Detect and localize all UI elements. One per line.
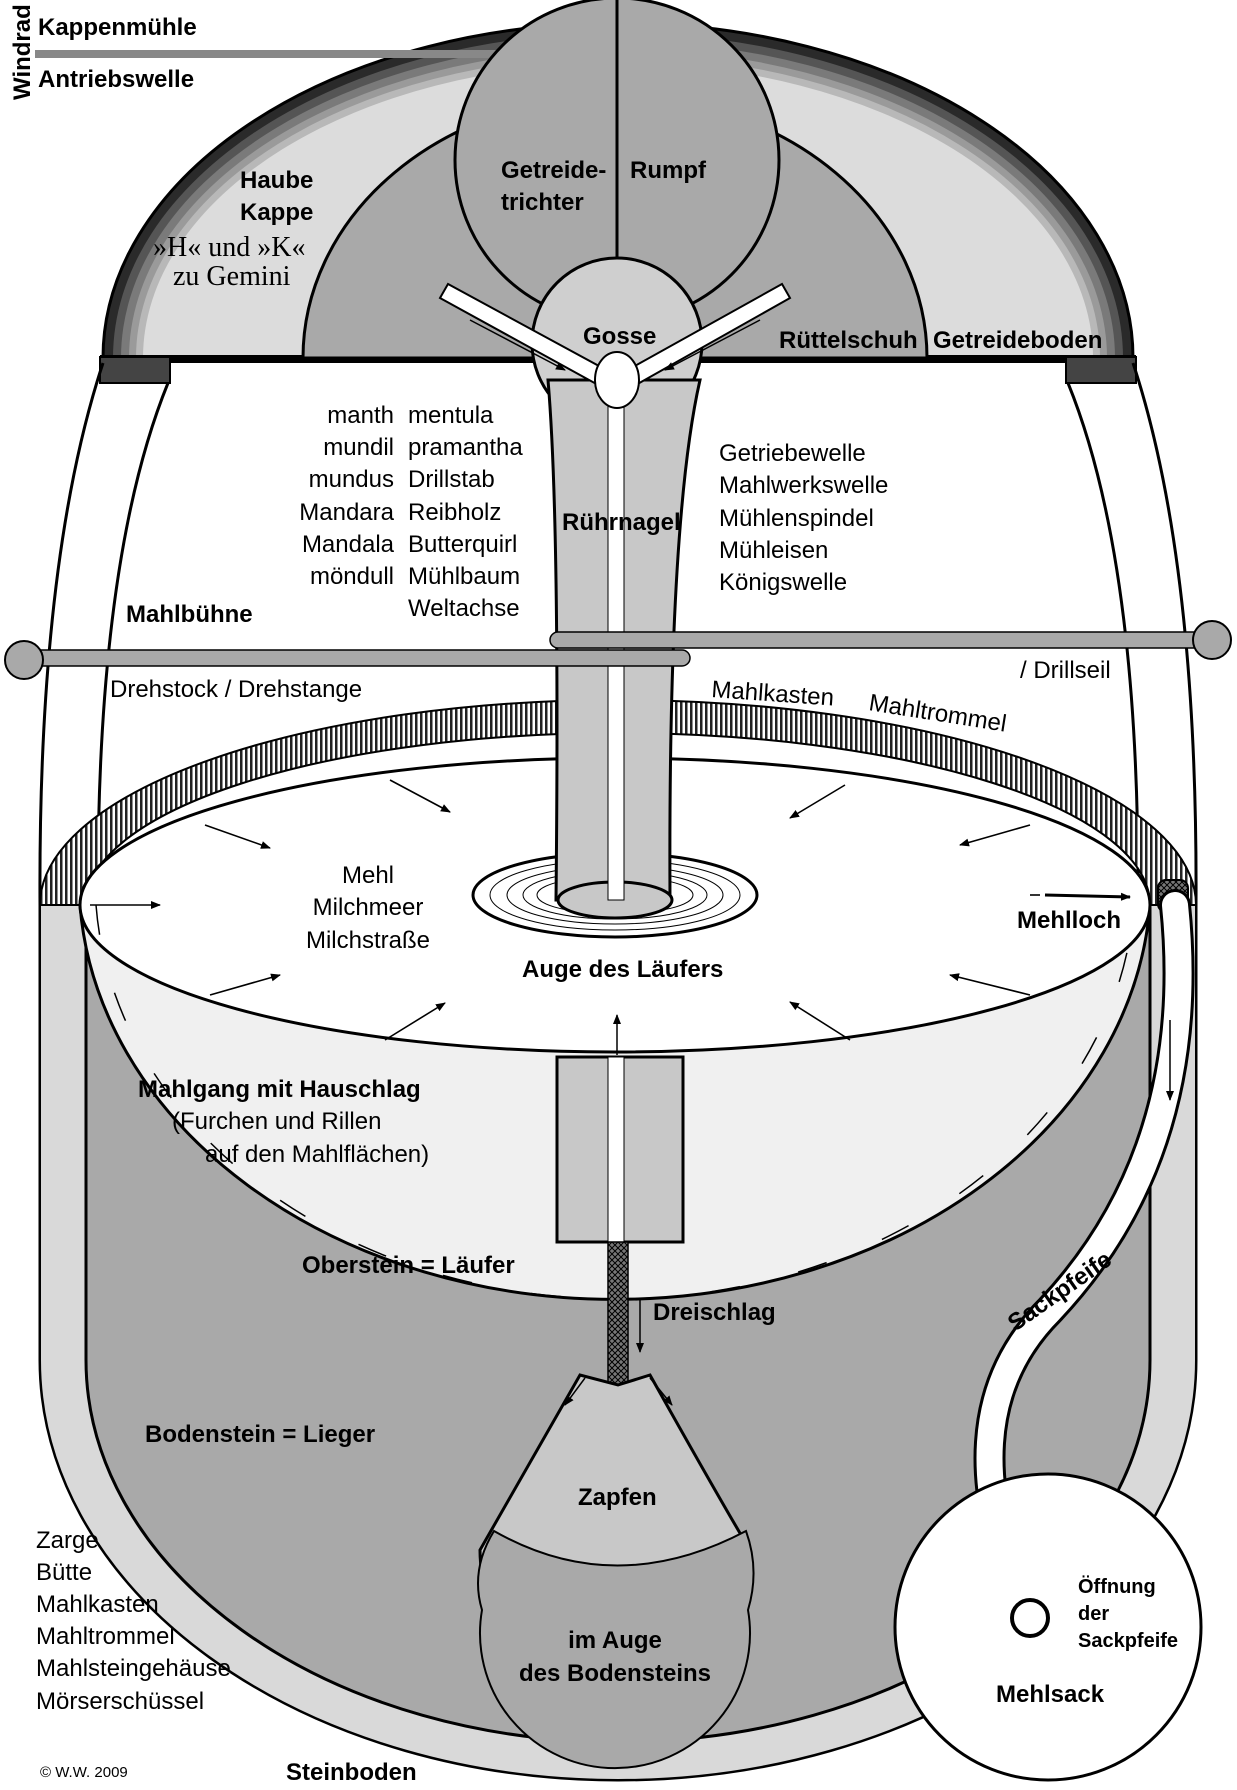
casing-name: Mörserschüssel	[36, 1688, 204, 1715]
synonym-right: Mühlbaum	[408, 563, 520, 590]
label-getreideboden: Getreideboden	[933, 327, 1102, 354]
synonym-right: mentula	[408, 402, 494, 429]
label-copyright: © W.W. 2009	[40, 1764, 128, 1781]
label-bodenstein: Bodenstein = Lieger	[145, 1421, 375, 1448]
label-mahlgang-1: Mahlgang mit Hauschlag	[138, 1076, 421, 1103]
dreischlag-rope	[607, 1241, 629, 1391]
casing-name: Mahlkasten	[36, 1591, 159, 1618]
shaft-name: Getriebewelle	[719, 440, 866, 467]
label-getreide-1: Getreide-	[501, 157, 606, 184]
label-hk-2: zu Gemini	[173, 261, 291, 292]
mehlloch-arrow	[1044, 892, 1131, 901]
synonym-left: möndull	[310, 563, 394, 590]
label-mahlgang-2: (Furchen und Rillen	[172, 1108, 381, 1135]
label-mehlsack: Mehlsack	[996, 1681, 1105, 1708]
label-drehstock: Drehstock / Drehstange	[110, 676, 362, 703]
label-ruehrnagel: Rührnagel	[562, 509, 681, 536]
casing-name: Mahltrommel	[36, 1623, 175, 1650]
flour-name: Mehl	[342, 862, 394, 889]
synonym-right: Drillstab	[408, 466, 495, 493]
synonyms-left: manth mundil mundus Mandara Mandala mönd…	[299, 402, 394, 590]
flour-name: Milchstraße	[306, 927, 430, 954]
label-ruettelschuh: Rüttelschuh	[779, 327, 918, 354]
synonym-right: pramantha	[408, 434, 523, 461]
shaft-name: Mühlenspindel	[719, 505, 874, 532]
label-hk-1: »H« und »K«	[153, 232, 305, 263]
flour-name: Milchmeer	[313, 894, 424, 921]
synonym-left: manth	[327, 402, 394, 429]
label-windrad: Windrad	[9, 4, 36, 100]
flour-arrows	[90, 779, 1040, 1041]
label-getreide-2: trichter	[501, 189, 584, 216]
label-oeffnung-2: der	[1078, 1603, 1109, 1625]
casing-name: Mahlsteingehäuse	[36, 1655, 231, 1682]
label-kappe: Kappe	[240, 199, 313, 226]
label-antriebswelle: Antriebswelle	[38, 66, 194, 93]
casing-names: Zarge Bütte Mahlkasten Mahltrommel Mahls…	[36, 1527, 231, 1715]
mahltrommel-rim	[38, 699, 1198, 906]
synonym-left: mundus	[309, 466, 394, 493]
label-oeffnung-3: Sackpfeife	[1078, 1630, 1178, 1652]
synonyms-right: mentula pramantha Drillstab Reibholz But…	[408, 402, 523, 622]
label-oberstein: Oberstein = Läufer	[302, 1252, 515, 1279]
synonym-right: Reibholz	[408, 499, 501, 526]
shaft-name: Mahlwerkswelle	[719, 472, 888, 499]
label-mahlbuehne: Mahlbühne	[126, 601, 253, 628]
label-dreischlag: Dreischlag	[653, 1299, 776, 1326]
label-gosse: Gosse	[583, 323, 656, 350]
casing-name: Bütte	[36, 1559, 92, 1586]
label-im-auge-2: des Bodensteins	[519, 1660, 711, 1687]
label-mahlgang-3: auf den Mahlflächen)	[205, 1141, 429, 1168]
synonym-left: Mandara	[299, 499, 394, 526]
drehstock	[4, 620, 1232, 680]
synonym-left: mundil	[323, 434, 394, 461]
casing-name: Zarge	[36, 1527, 99, 1554]
label-rumpf: Rumpf	[630, 157, 707, 184]
label-kappenmuehle: Kappenmühle	[38, 14, 197, 41]
mehlsack	[893, 1472, 1203, 1782]
synonym-right: Butterquirl	[408, 531, 517, 558]
synonym-right: Weltachse	[408, 595, 520, 622]
ruettelschuh-y	[438, 282, 792, 409]
label-im-auge-1: im Auge	[568, 1627, 662, 1654]
label-steinboden: Steinboden	[286, 1759, 417, 1785]
label-mehlloch: Mehlloch	[1017, 907, 1121, 934]
label-auge-laeufer: Auge des Läufers	[522, 956, 723, 983]
label-haube: Haube	[240, 167, 313, 194]
antriebswelle-bar	[35, 50, 498, 58]
label-oeffnung-1: Öffnung	[1078, 1575, 1156, 1598]
synonym-left: Mandala	[302, 531, 395, 558]
shaft-name: Mühleisen	[719, 537, 828, 564]
label-drillseil: / Drillseil	[1020, 657, 1111, 684]
shaft-names: Getriebewelle Mahlwerkswelle Mühlenspind…	[719, 440, 888, 596]
shaft-name: Königswelle	[719, 569, 847, 596]
label-zapfen: Zapfen	[578, 1484, 657, 1511]
flour-names: Mehl Milchmeer Milchstraße	[306, 862, 430, 954]
